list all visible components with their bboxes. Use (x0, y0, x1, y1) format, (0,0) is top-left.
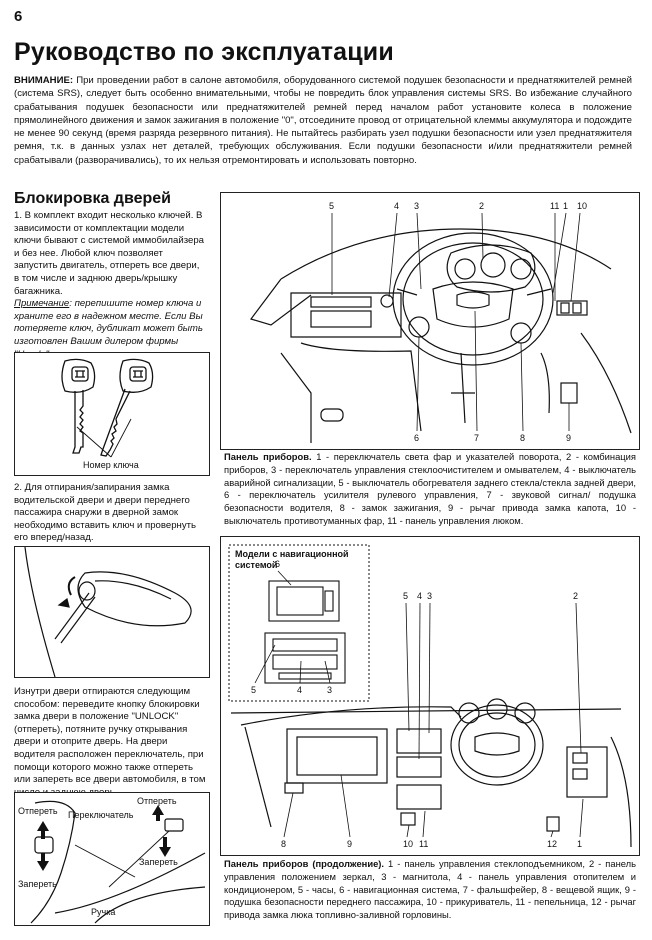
svg-text:4: 4 (417, 591, 422, 601)
arrow-down-right (159, 837, 171, 857)
svg-text:11: 11 (550, 201, 559, 211)
svg-text:5: 5 (251, 685, 256, 695)
inset-title: Модели с навигационной системой (235, 549, 349, 570)
svg-text:8: 8 (281, 839, 286, 849)
dashboard-caption-2-title: Панель приборов (продолжение). (224, 858, 385, 869)
svg-text:8: 8 (520, 433, 525, 443)
switch-label: Переключатель (68, 810, 134, 820)
key-number-label: Номер ключа (83, 460, 139, 470)
arrow-up-right (152, 805, 164, 821)
dashboard-caption-1: Панель приборов. 1 - переключатель света… (224, 451, 636, 528)
svg-text:10: 10 (577, 201, 587, 211)
keys-illustration (61, 358, 154, 458)
warning-label: ВНИМАНИЕ: (14, 75, 74, 86)
dashboard-caption-2-text: 1 - панель управления стеклоподъемником,… (224, 858, 636, 921)
lock-left-label: Запереть (18, 879, 57, 889)
svg-text:6: 6 (414, 433, 419, 443)
inside-unlock-paragraph: Изнутри двери отпираются следующим спосо… (14, 686, 206, 798)
svg-text:9: 9 (347, 839, 352, 849)
warning-paragraph: ВНИМАНИЕ: При проведении работ в салоне … (14, 74, 632, 167)
note-label: Примечание (14, 298, 70, 310)
svg-text:7: 7 (474, 433, 479, 443)
keys-figure: Номер ключа (14, 352, 210, 476)
svg-text:12: 12 (547, 839, 557, 849)
svg-text:11: 11 (419, 839, 428, 849)
svg-text:2: 2 (479, 201, 484, 211)
handle-label: Ручка (91, 907, 116, 917)
svg-text:4: 4 (394, 201, 399, 211)
dashboard-caption-1-title: Панель приборов. (224, 451, 312, 462)
keys-paragraph: 1. В комплект входит несколько ключей. В… (14, 210, 206, 361)
page-number: 6 (14, 8, 23, 25)
key-head-right (119, 358, 154, 393)
svg-text:6: 6 (275, 559, 280, 569)
door-lock-illustration (24, 546, 192, 678)
dashboard-caption-1-text: 1 - переключатель света фар и указателей… (224, 451, 636, 526)
warning-text: При проведении работ в салоне автомобиля… (14, 75, 632, 166)
door-key-figure (14, 546, 210, 678)
svg-text:5: 5 (329, 201, 334, 211)
svg-text:9: 9 (566, 433, 571, 443)
svg-text:3: 3 (327, 685, 332, 695)
svg-text:3: 3 (427, 591, 432, 601)
door-key-paragraph: 2. Для отпирания/запирания замка водител… (14, 482, 197, 544)
svg-text:5: 5 (403, 591, 408, 601)
page-title: Руководство по эксплуатации (14, 38, 394, 66)
svg-text:2: 2 (573, 591, 578, 601)
arrow-up-left (37, 821, 49, 839)
svg-text:1: 1 (563, 201, 568, 211)
svg-text:10: 10 (403, 839, 413, 849)
lock-switch-illustration (30, 800, 206, 924)
unlock-right-label: Отпереть (137, 796, 177, 806)
dashboard-caption-2: Панель приборов (продолжение). 1 - панел… (224, 858, 636, 922)
svg-text:3: 3 (414, 201, 419, 211)
lock-right-label: Запереть (139, 857, 178, 867)
key-head-left (61, 358, 96, 393)
svg-text:4: 4 (297, 685, 302, 695)
lock-switch-figure: Отпереть Переключатель Отпереть Запереть… (14, 792, 210, 926)
section-title: Блокировка дверей (14, 190, 171, 207)
arrow-down-left (37, 853, 49, 871)
keys-text: 1. В комплект входит несколько ключей. В… (14, 210, 204, 297)
svg-text:1: 1 (577, 839, 582, 849)
unlock-left-label: Отпереть (18, 806, 58, 816)
